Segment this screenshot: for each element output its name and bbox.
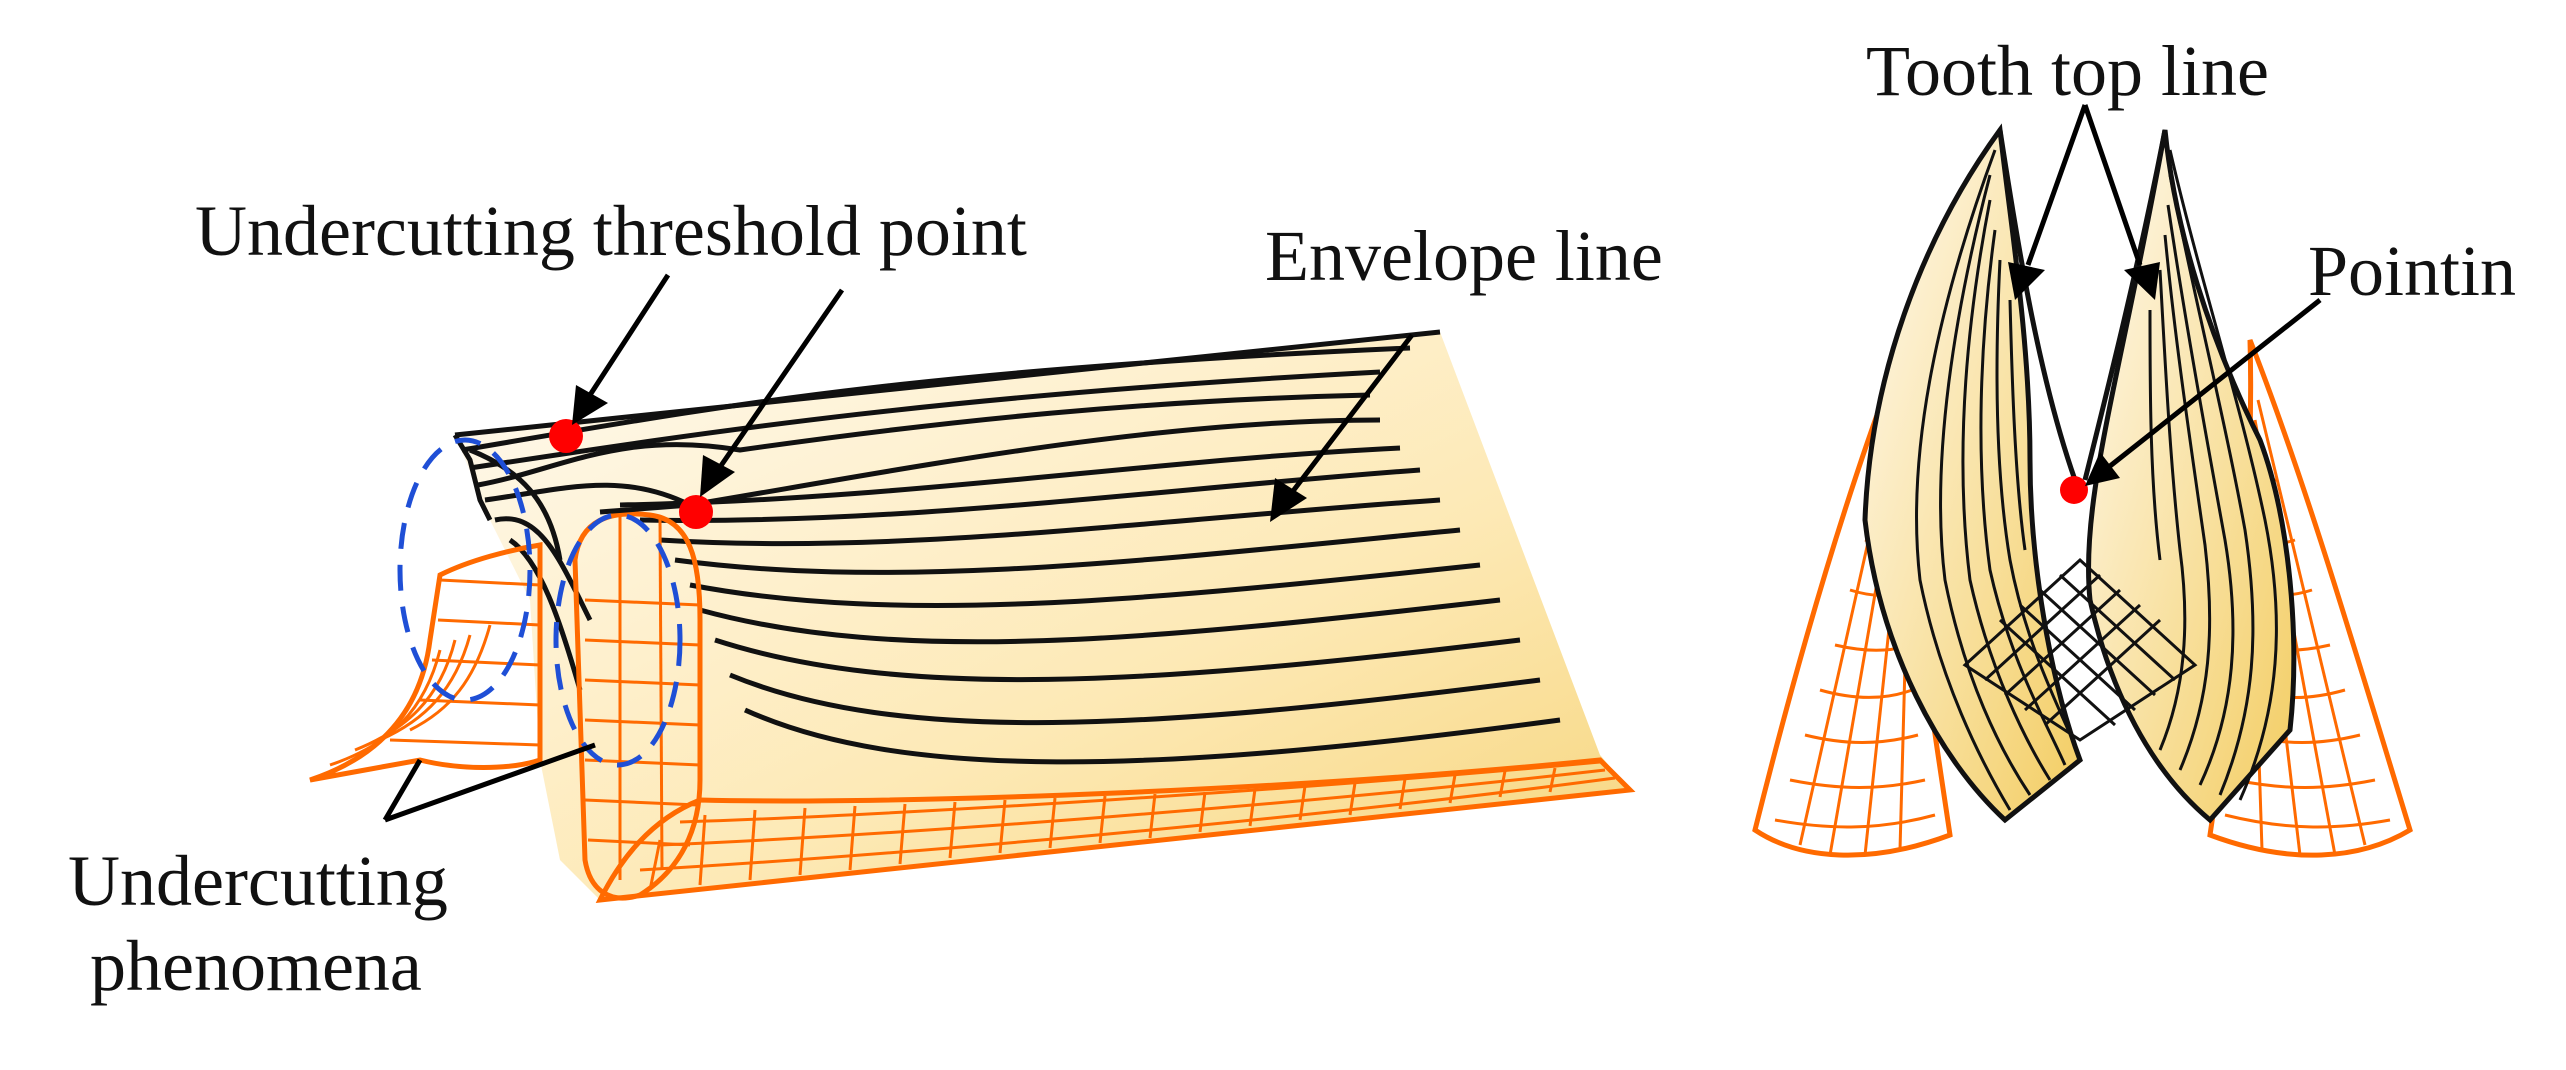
undercut-ellipse-left [397,437,533,703]
pointin-arrow [2085,298,2322,486]
label-undercutting-phenomena-2: phenomena [90,926,422,1006]
pointin-marker [2060,476,2088,504]
threshold-point-2 [679,495,713,529]
tooth-top-arrows [2008,104,2160,300]
tooth-block-mesh [572,511,703,901]
label-tooth-top-line: Tooth top line [1866,31,2269,111]
left-envelope-surface [309,329,1636,903]
crosshatch-region [1962,557,2198,742]
threshold-arrows [572,273,845,497]
right-flank-lines [2148,149,2278,801]
left-mesh-bottom [595,757,1636,903]
undercut-ellipse-right [553,512,683,768]
envelope-arrow [1270,333,1414,522]
label-threshold-point: Undercutting threshold point [195,191,1027,271]
phenomena-pointers [382,742,596,823]
label-undercutting-phenomena-1: Undercutting [68,841,448,921]
envelope-lines [454,329,1561,765]
label-envelope-line: Envelope line [1265,216,1663,296]
threshold-point-1 [549,419,583,453]
left-flank-mesh [309,542,543,783]
label-pointin: Pointin [2308,231,2516,311]
right-tooth-figure [1752,123,2413,858]
right-tooth-left-flank [1862,123,2083,824]
left-flank-lines [1915,149,2077,811]
